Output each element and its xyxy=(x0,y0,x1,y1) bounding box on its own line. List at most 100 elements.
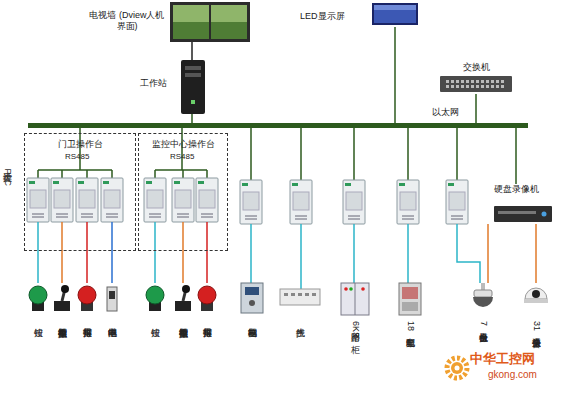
tv-wall-node: 电视墙 (Dview人机界面) xyxy=(86,2,252,42)
node-label: 18套配电箱 xyxy=(405,321,416,331)
plc-terminal xyxy=(201,217,213,218)
plc-panel xyxy=(400,192,416,210)
switch-port xyxy=(466,80,469,83)
camera-dome xyxy=(525,288,547,299)
switch-port xyxy=(491,80,494,83)
plc-module xyxy=(101,178,123,222)
switch-port xyxy=(486,80,489,83)
led-frame xyxy=(372,3,418,25)
tower-case xyxy=(181,60,205,114)
gear-hole xyxy=(455,366,460,371)
plc-terminal xyxy=(177,217,189,218)
joystick-knob xyxy=(182,285,190,293)
gear-hub xyxy=(451,362,463,374)
wire xyxy=(79,133,81,170)
plc-terminal xyxy=(177,214,189,215)
switch-port xyxy=(501,85,504,88)
switch-port xyxy=(471,80,474,83)
connector xyxy=(394,27,396,123)
switch-port xyxy=(456,80,459,83)
wire xyxy=(111,222,113,251)
sw-icon xyxy=(440,76,512,92)
plc-terminal xyxy=(451,219,463,220)
connector xyxy=(191,114,193,123)
switch-node: 交换机 xyxy=(440,62,512,94)
watermark: gkong.com xyxy=(488,369,537,380)
wire xyxy=(154,170,156,178)
cam-icon xyxy=(523,283,549,317)
watermark-gear xyxy=(447,358,467,378)
switch-port xyxy=(481,80,484,83)
wire xyxy=(407,128,409,180)
wire xyxy=(300,128,302,180)
device-node: 7台云台摄像机 xyxy=(470,283,496,401)
dist-icon xyxy=(398,283,422,317)
node-label: LED显示屏 xyxy=(300,11,345,22)
wire xyxy=(250,224,252,283)
plc-panel xyxy=(243,192,259,210)
plc-body xyxy=(51,178,73,222)
plc-body xyxy=(144,178,166,222)
plc-terminal xyxy=(149,214,161,215)
ptz-dome xyxy=(473,297,493,307)
button-icon xyxy=(143,283,167,317)
controller-screen xyxy=(245,287,259,295)
controller-panel xyxy=(241,283,263,313)
node-label: 6个回路KS柜 xyxy=(350,321,361,338)
plc-terminal xyxy=(245,219,257,220)
device-node: 模拟量主令控制器 xyxy=(50,283,74,401)
plc-panel xyxy=(449,192,465,210)
wire xyxy=(155,169,207,171)
wire xyxy=(61,222,63,251)
tv-screen xyxy=(173,5,247,39)
plc-terminal xyxy=(56,217,68,218)
plc-body xyxy=(196,178,218,222)
plc-led xyxy=(174,181,180,184)
plc-terminal xyxy=(32,214,44,215)
connector xyxy=(37,251,39,283)
switch-port xyxy=(446,80,449,83)
plc-terminal xyxy=(81,217,93,218)
bus-label: RS485 xyxy=(65,151,89,162)
plc-terminal xyxy=(201,214,213,215)
plc-led xyxy=(29,181,35,184)
cabinet-door xyxy=(355,283,356,315)
bus-label: RS485 xyxy=(170,151,194,162)
plc-panel xyxy=(54,190,70,208)
switch-port xyxy=(476,85,479,88)
plc-panel xyxy=(79,190,95,208)
line-slot xyxy=(298,293,302,296)
tower-bay xyxy=(185,73,201,77)
plc-module xyxy=(51,178,73,222)
connector xyxy=(487,224,489,283)
connector xyxy=(191,42,193,60)
wire xyxy=(37,170,39,178)
wire xyxy=(300,224,302,289)
led-glare xyxy=(374,5,416,10)
node-label: 7台云台摄像机 xyxy=(478,321,489,326)
ks-icon xyxy=(340,283,370,317)
plc-module xyxy=(76,178,98,222)
plc-terminal xyxy=(348,219,360,220)
plc-terminal xyxy=(402,216,414,217)
button-cap xyxy=(146,286,164,304)
plc-module xyxy=(240,180,262,224)
connector xyxy=(86,251,88,283)
wire xyxy=(111,170,113,178)
line-box xyxy=(280,289,320,305)
joy-icon xyxy=(50,283,74,317)
ptz-housing xyxy=(474,290,492,297)
tower-icon xyxy=(180,60,206,114)
switch-port xyxy=(486,85,489,88)
plc-led xyxy=(292,183,298,186)
box-window xyxy=(402,287,418,299)
lamp-icon xyxy=(195,283,219,317)
wire xyxy=(37,222,39,251)
device-node: 18套配电箱 xyxy=(398,283,422,401)
device-node: 6个回路KS柜 xyxy=(340,283,370,401)
plc-led xyxy=(53,181,59,184)
plc-body xyxy=(76,178,98,222)
device-node: 按钮 xyxy=(26,283,50,401)
